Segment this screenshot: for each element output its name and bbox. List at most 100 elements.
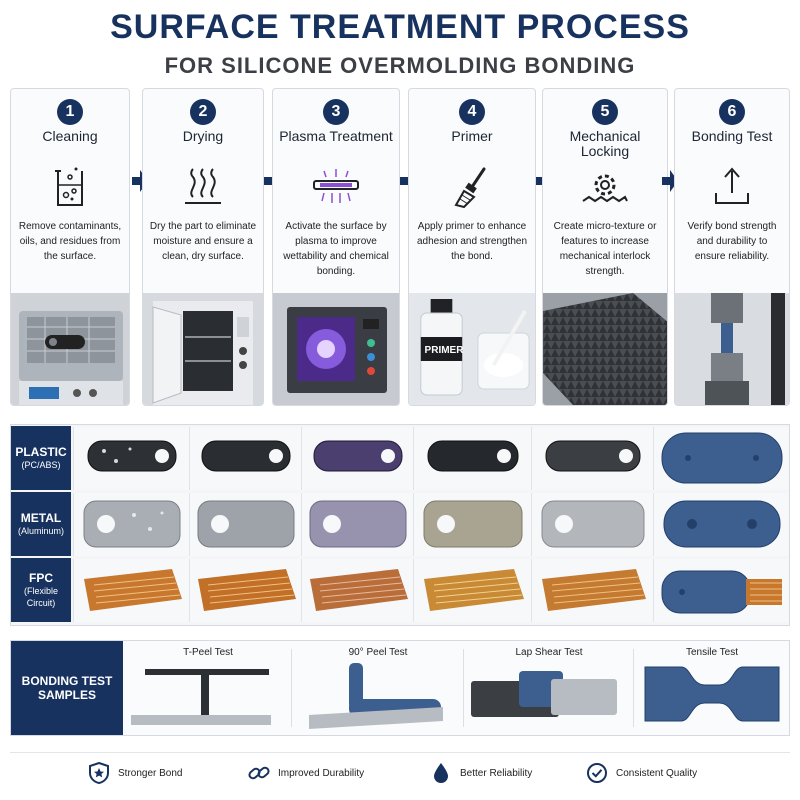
overmolded-fpc [661,570,782,614]
material-label: FPC (Flexible Circuit) [11,558,71,622]
divider [463,649,464,727]
sample-plastic-drying [189,427,301,490]
primer-photo: PRIMER [409,293,535,405]
benefit-label: Improved Durability [278,767,365,779]
plasma-bar-icon [313,169,359,203]
fpc-part [310,569,408,611]
step-description: Apply primer to enhance adhesion and str… [416,221,528,262]
tensile-sample [644,666,780,722]
benefit-consistent-quality: Consistent Quality [586,759,697,787]
step-name: Plasma Treatment [279,128,393,144]
test-lap-shear: Lap Shear Test [465,641,633,735]
benefit-label: Stronger Bond [118,767,183,779]
step-number: 2 [190,99,216,125]
test-name: Lap Shear Test [515,647,583,658]
chain-link-icon [248,766,270,780]
step-drying: 2 Drying Dry the part to eliminate moist… [142,88,264,406]
overmolded-part [663,500,781,548]
fpc-part [84,569,182,611]
sample-metal-cleaning [73,493,189,556]
beaker-icon [55,167,83,206]
step-name: Primer [451,128,493,144]
plastic-part [201,440,291,472]
step-name: Cleaning [42,128,98,144]
metal-part [423,500,523,548]
process-steps: 1 Cleaning Remove contaminants, oils, an… [10,88,790,408]
test-t-peel: T-Peel Test [125,641,291,735]
material-name: FPC [29,571,53,585]
step-description: Create micro-texture or features to incr… [553,221,657,277]
step-name: Mechanical Locking [569,128,641,159]
step-number: 4 [459,99,485,125]
step-bonding-test: 6 Bonding Test Verify bond strength and … [674,88,790,406]
material-subtitle: (Aluminum) [17,526,64,536]
sample-plastic-locking [531,427,653,490]
sample-metal-primer [413,493,531,556]
pull-test-icon [715,167,749,204]
test-name: 90° Peel Test [348,647,408,658]
gear-texture-icon [582,174,628,203]
bonding-test-samples: BONDING TEST SAMPLES T-Peel Test 90° Pee… [10,640,790,736]
peel-90-sample [309,663,443,729]
sample-plastic-cleaning [73,427,189,490]
test-name: T-Peel Test [183,647,233,658]
step-plasma-treatment: 3 Plasma Treatment Activate the surface … [272,88,400,406]
divider [291,649,292,727]
material-row-fpc: FPC (Flexible Circuit) [11,558,791,624]
plastic-part [427,440,519,472]
material-row-metal: METAL (Aluminum) [11,492,791,558]
plastic-part [545,440,641,472]
sample-metal-bonded [653,493,789,556]
test-name: Tensile Test [685,647,739,658]
check-circle-icon [587,763,607,783]
divider [633,649,634,727]
lap-shear-sample [471,671,617,717]
sample-metal-plasma [301,493,413,556]
step-description: Verify bond strength and durability to e… [687,221,777,262]
benefit-improved-durability: Improved Durability [248,759,364,787]
step-description: Dry the part to eliminate moisture and e… [149,221,257,262]
test-tensile: Tensile Test [635,641,789,735]
page-subtitle: FOR SILICONE OVERMOLDING BONDING [164,53,636,78]
star-shield-icon [89,762,109,784]
plasma-chamber-photo [273,293,399,405]
benefit-label: Better Reliability [460,767,533,779]
brush-icon [454,167,486,209]
fpc-part [542,569,646,611]
material-matrix: PLASTIC (PC/ABS) [10,424,790,626]
primer-label: PRIMER [424,345,464,356]
tensile-tester-photo [675,293,789,405]
benefit-better-reliability: Better Reliability [430,759,532,787]
t-peel-sample [131,669,271,725]
sample-fpc-plasma [301,559,413,622]
test-90-peel: 90° Peel Test [293,641,463,735]
drying-oven-photo [143,293,263,405]
step-number: 5 [592,99,618,125]
step-number: 3 [323,99,349,125]
sample-plastic-primer [413,427,531,490]
benefit-label: Consistent Quality [616,767,698,779]
primer-bottle-illustration [420,299,530,396]
sample-fpc-bonded [653,559,789,622]
material-label: PLASTIC (PC/ABS) [11,426,71,490]
benefit-stronger-bond: Stronger Bond [88,759,183,787]
material-label: METAL (Aluminum) [11,492,71,556]
textured-surface-photo [543,293,667,405]
step-cleaning: 1 Cleaning Remove contaminants, oils, an… [10,88,130,406]
metal-part [83,500,181,548]
material-row-plastic: PLASTIC (PC/ABS) [11,426,791,492]
plastic-part [313,440,403,472]
sample-metal-drying [189,493,301,556]
step-description: Activate the surface by plasma to improv… [283,221,389,277]
heat-waves-icon [185,168,221,204]
material-name: PLASTIC [15,445,67,459]
sample-metal-locking [531,493,653,556]
overmolded-part [661,432,783,484]
step-number: 6 [719,99,745,125]
fpc-part [198,569,296,611]
step-description: Remove contaminants, oils, and residues … [18,221,122,262]
sample-plastic-bonded [653,427,789,490]
sample-fpc-drying [189,559,301,622]
sample-fpc-primer [413,559,531,622]
